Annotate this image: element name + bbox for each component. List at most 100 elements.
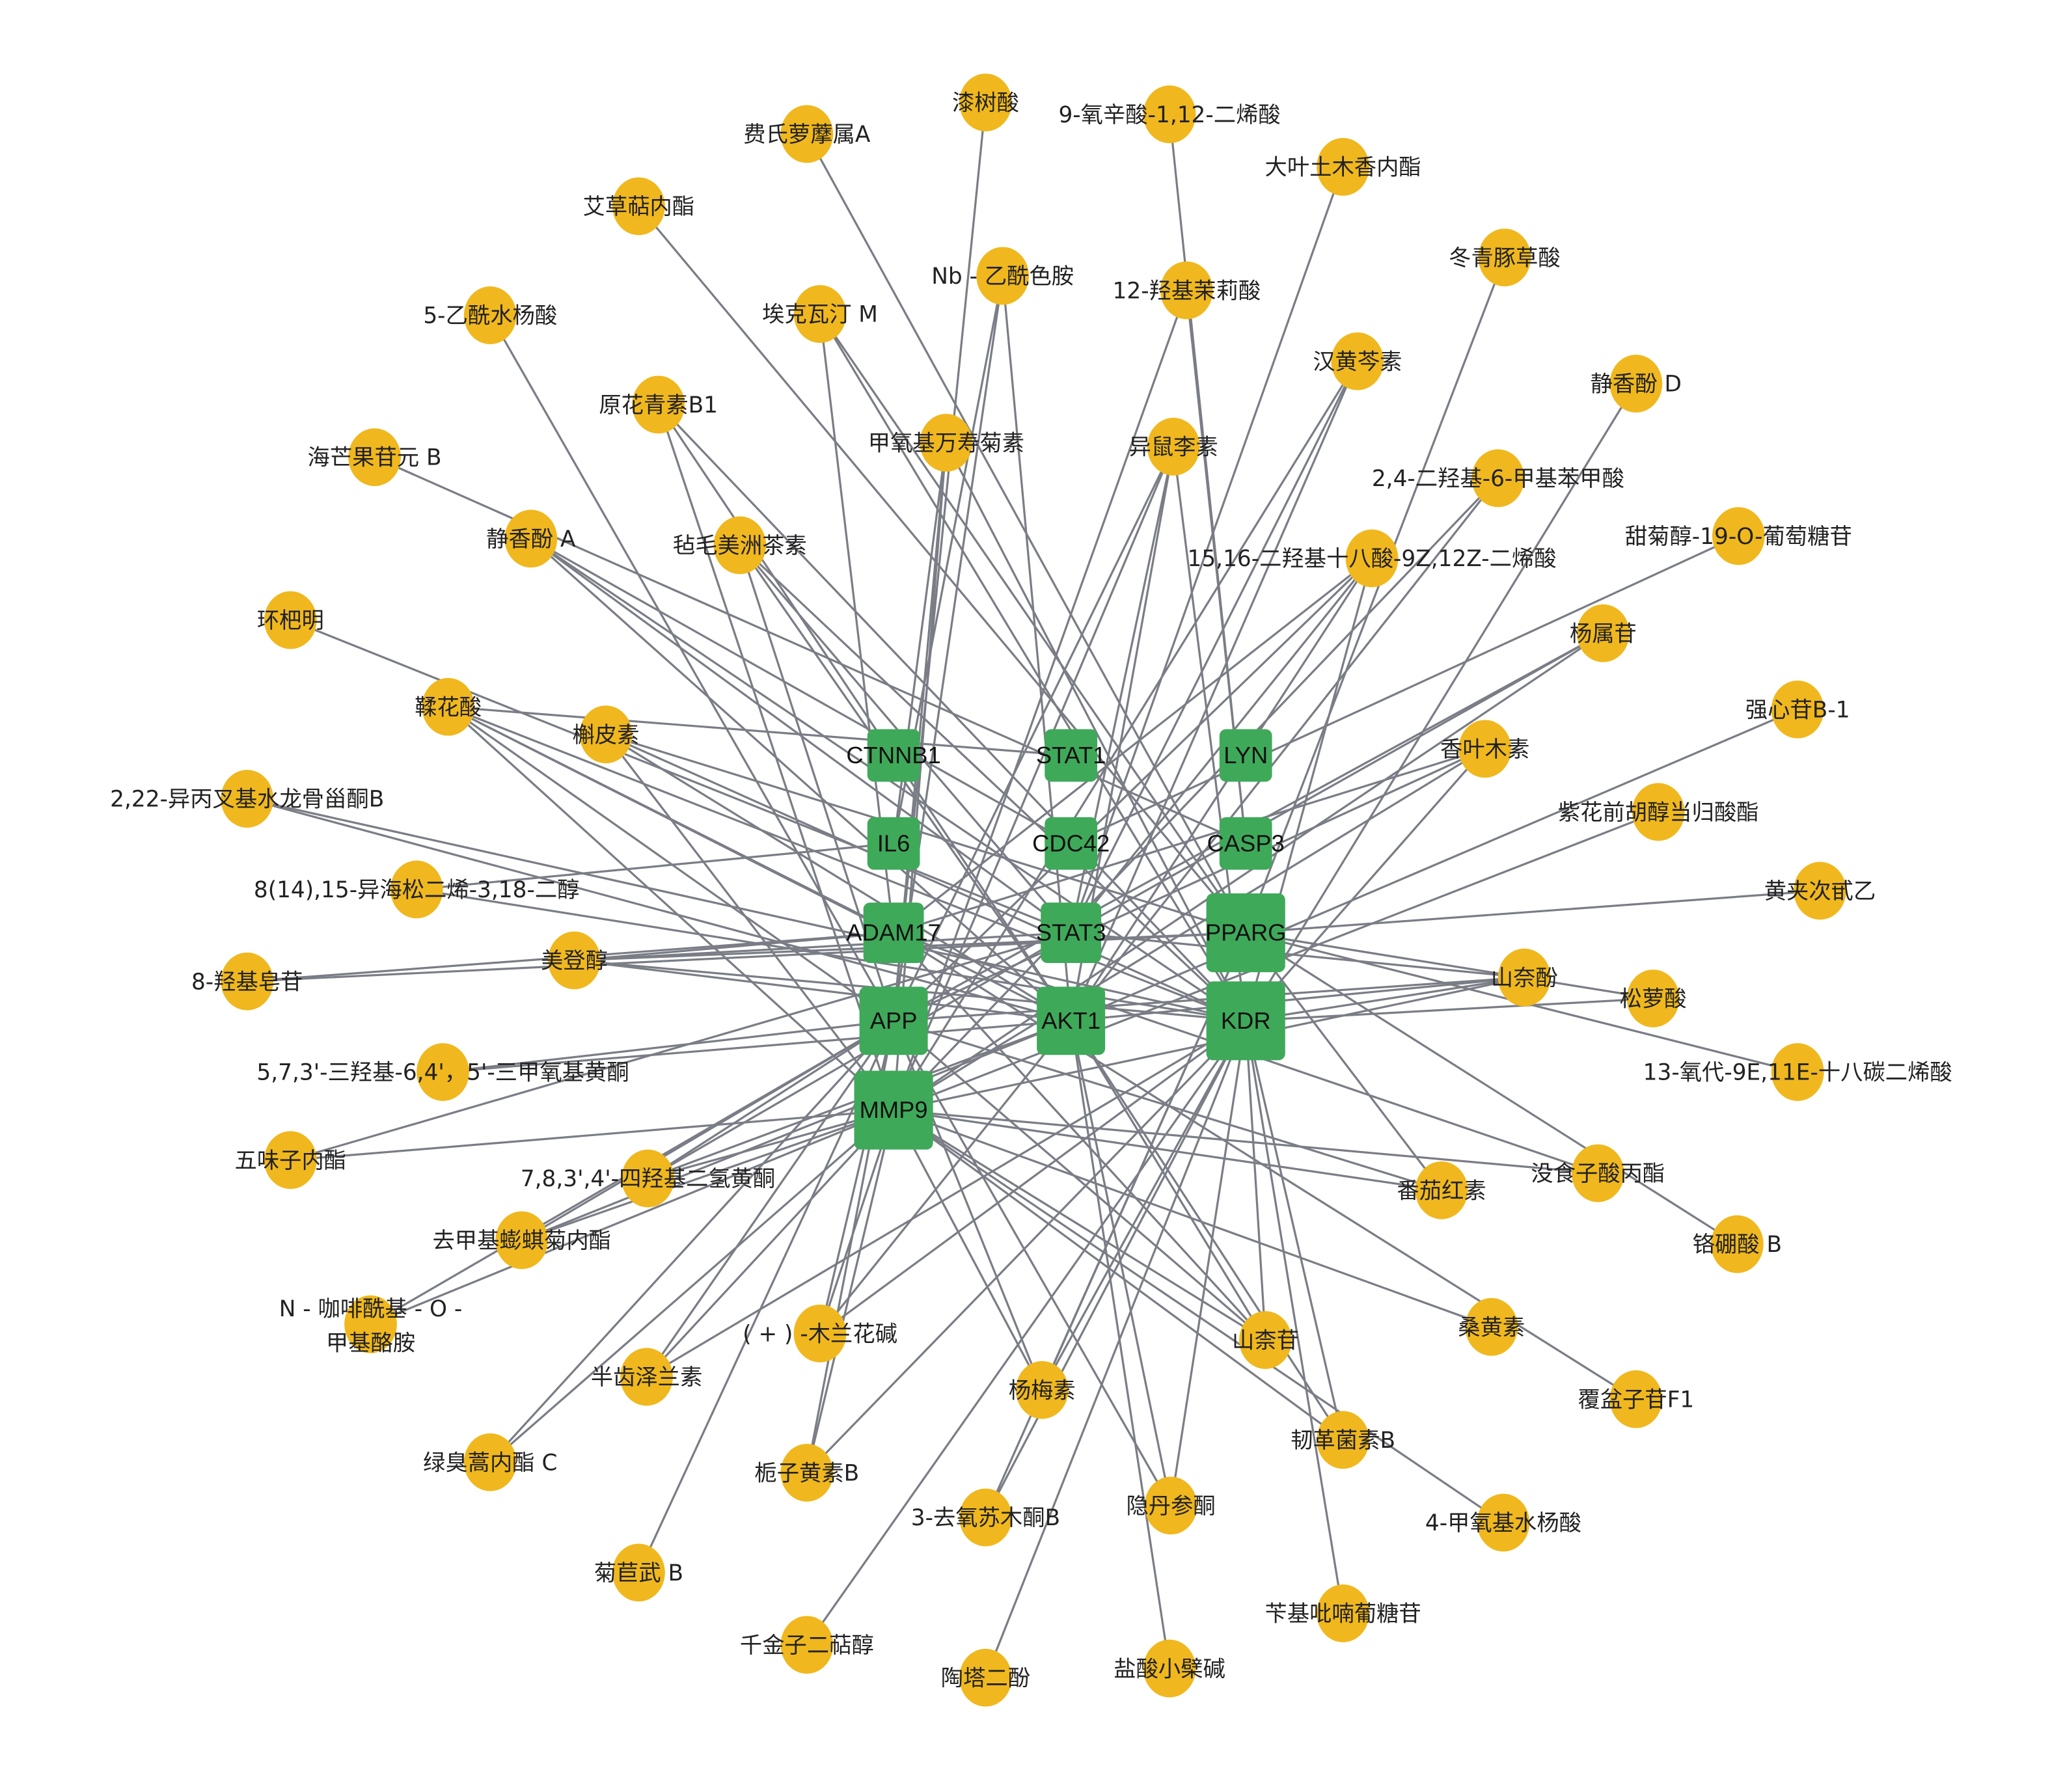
compound-node[interactable]: 紫花前胡醇当归酸酯	[1558, 783, 1759, 841]
compound-node[interactable]: 埃克瓦汀 M	[762, 285, 878, 343]
target-node-mmp9[interactable]: MMP9	[854, 1070, 933, 1150]
target-node-stat1[interactable]: STAT1	[1036, 729, 1106, 782]
compound-node[interactable]: 铬硼酸 B	[1693, 1215, 1782, 1273]
edge	[646, 1020, 1247, 1378]
edge	[247, 798, 1246, 1022]
compound-node[interactable]: 桑黄素	[1458, 1297, 1525, 1356]
target-node-il6[interactable]: IL6	[867, 817, 920, 870]
compound-circle	[1609, 1370, 1663, 1428]
compound-node[interactable]: 汉黄芩素	[1313, 332, 1402, 390]
target-box	[859, 986, 928, 1055]
compound-node[interactable]: 覆盆子苷F1	[1578, 1370, 1694, 1428]
compound-node[interactable]: 8(14),15-异海松二烯-3,18-二醇	[254, 860, 580, 919]
compound-node[interactable]: 毡毛美洲茶素	[673, 516, 807, 575]
compound-node[interactable]: 13-氧代-9E,11E-十八碳二烯酸	[1643, 1043, 1952, 1101]
compound-node[interactable]: 山奈酚	[1491, 948, 1558, 1007]
compound-node[interactable]: 绿臭蒿内酯 C	[423, 1433, 557, 1491]
edge	[893, 1109, 1266, 1341]
target-node-cdc42[interactable]: CDC42	[1032, 817, 1110, 870]
compound-node[interactable]: 5,7,3'-三羟基-6,4'，5'-三甲氧基黄酮	[256, 1043, 629, 1101]
target-node-app[interactable]: APP	[859, 986, 928, 1055]
compound-circle	[1144, 1476, 1197, 1535]
compound-node[interactable]: 环杷明	[257, 591, 324, 649]
compound-node[interactable]: Nb - 乙酰色胺	[931, 247, 1074, 305]
target-node-casp3[interactable]: CASP3	[1207, 817, 1285, 870]
compound-node[interactable]: 12-羟基茉莉酸	[1113, 261, 1261, 319]
edge	[893, 1109, 1442, 1191]
compound-node[interactable]: 黄夹次甙乙	[1764, 862, 1876, 920]
compound-node[interactable]: 鞣花酸	[415, 677, 482, 736]
compound-node[interactable]: 8-羟基皂苷	[191, 952, 303, 1011]
compound-node[interactable]: 半齿泽兰素	[591, 1348, 703, 1406]
compound-node[interactable]: 冬青豚草酸	[1449, 228, 1561, 287]
compound-node[interactable]: 费氏萝藦属A	[743, 105, 871, 163]
target-node-ctnnb1[interactable]: CTNNB1	[846, 729, 941, 782]
compound-circle	[264, 1131, 317, 1189]
target-node-kdr[interactable]: KDR	[1206, 981, 1285, 1061]
target-node-lyn[interactable]: LYN	[1219, 729, 1272, 782]
compound-node[interactable]: 艾草萜内酯	[583, 177, 695, 236]
compound-node[interactable]: 漆树酸	[952, 74, 1019, 131]
edge	[1246, 889, 1820, 934]
compound-node[interactable]: 杨属苷	[1570, 604, 1637, 662]
compound-node[interactable]: 大叶土木香内酯	[1265, 138, 1421, 196]
compound-node[interactable]: 2,22-异丙叉基水龙骨甾酮B	[110, 770, 384, 828]
compound-node[interactable]: 3-去氧苏木酮B	[911, 1488, 1060, 1547]
edge	[1245, 932, 1738, 1245]
compound-node[interactable]: 杨梅素	[1009, 1361, 1076, 1419]
compound-node[interactable]: 异鼠李素	[1129, 418, 1218, 476]
target-label: ADAM17	[846, 919, 940, 946]
compound-node[interactable]: 番茄红素	[1397, 1161, 1486, 1219]
compound-node[interactable]: 香叶木素	[1440, 720, 1529, 778]
compound-node[interactable]: 7,8,3',4'-四羟基二氢黄酮	[521, 1149, 775, 1208]
compound-node[interactable]: 去甲基蟛蜞菊内酯	[432, 1211, 611, 1269]
compound-label: 香叶木素	[1440, 737, 1529, 763]
edge	[290, 931, 1072, 1161]
compound-node[interactable]: 2,4-二羟基-6-甲基苯甲酸	[1372, 449, 1624, 508]
target-node-adam17[interactable]: ADAM17	[846, 903, 941, 963]
compound-node[interactable]: 没食子酸丙酯	[1531, 1144, 1665, 1202]
compound-label: 桑黄素	[1458, 1314, 1525, 1340]
edge	[1070, 632, 1604, 934]
compound-node[interactable]: 槲皮素	[572, 705, 639, 764]
compound-node[interactable]: ( + ) -木兰花碱	[743, 1304, 897, 1363]
target-node-akt1[interactable]: AKT1	[1037, 986, 1106, 1055]
compound-label: 汉黄芩素	[1313, 349, 1402, 375]
compound-node[interactable]: 栀子黄素B	[754, 1443, 859, 1502]
target-node-pparg[interactable]: PPARG	[1205, 893, 1287, 973]
compound-node[interactable]: 盐酸小檗碱	[1114, 1639, 1225, 1698]
compound-node[interactable]: 陶塔二酚	[941, 1648, 1030, 1707]
compound-node[interactable]: 强心苷B-1	[1745, 680, 1850, 739]
compound-circle	[221, 952, 274, 1011]
edge	[984, 1020, 1247, 1678]
compound-node[interactable]: 韧革菌素B	[1291, 1411, 1395, 1469]
compound-node[interactable]: 甲氧基万寿菊素	[868, 414, 1024, 472]
compound-node[interactable]: 松萝酸	[1620, 970, 1687, 1027]
compound-node[interactable]: 五味子内酯	[235, 1131, 347, 1189]
compound-node[interactable]: 静香酚 A	[486, 509, 576, 568]
compound-node[interactable]: 静香酚 D	[1591, 355, 1682, 413]
compound-node[interactable]: 15,16-二羟基十八酸-9Z,12Z-二烯酸	[1188, 529, 1557, 588]
compound-label: 盐酸小檗碱	[1114, 1656, 1225, 1682]
compound-node[interactable]: 隐丹参酮	[1126, 1476, 1216, 1535]
compound-node[interactable]: 甜菊醇-19-O-葡萄糖苷	[1625, 507, 1852, 565]
edge	[1244, 1020, 1345, 1614]
target-label: CASP3	[1207, 830, 1285, 856]
compound-node[interactable]: N - 咖啡酰基 - O -甲基酪胺	[279, 1295, 463, 1357]
compound-circle	[1345, 529, 1399, 588]
compound-circle	[1712, 507, 1765, 565]
compound-node[interactable]: 4-甲氧基水杨酸	[1425, 1493, 1581, 1552]
compound-node[interactable]: 5-乙酰水杨酸	[423, 286, 557, 344]
compound-node[interactable]: 海芒果苷元 B	[308, 428, 442, 487]
compound-label: 3-去氧苏木酮B	[911, 1505, 1060, 1531]
compound-node[interactable]: 千金子二萜醇	[740, 1616, 874, 1674]
compound-circle	[920, 414, 973, 472]
compound-node[interactable]: 菊苣武 B	[594, 1543, 683, 1602]
compound-node[interactable]: 原花青素B1	[599, 375, 718, 434]
compound-node[interactable]: 山柰苷	[1232, 1311, 1299, 1369]
compound-node[interactable]: 苄基吡喃葡糖苷	[1265, 1584, 1421, 1642]
target-node-stat3[interactable]: STAT3	[1036, 903, 1106, 963]
compound-node[interactable]: 9-氧辛酸-1,12-二烯酸	[1058, 85, 1281, 144]
compound-node[interactable]: 美登醇	[541, 931, 608, 990]
compound-label: 异鼠李素	[1129, 435, 1218, 461]
